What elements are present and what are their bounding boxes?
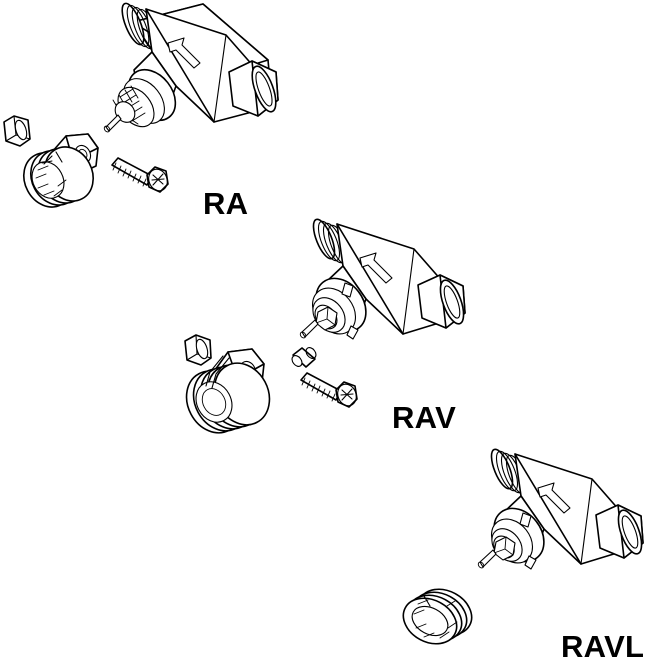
ravl-collar-notch-top xyxy=(519,512,532,528)
label-ravl: RAVL xyxy=(561,629,644,661)
ra-hex-nut xyxy=(3,115,31,147)
ravl-ring-slots xyxy=(413,599,458,639)
rav-split-clamp-adapter xyxy=(185,348,271,434)
ra-valve-body xyxy=(103,2,279,133)
ra-clamp-threaded-collar xyxy=(23,146,94,208)
rav-collar-notch-bottom xyxy=(346,325,359,340)
ra-splined-valve-collar xyxy=(103,68,177,133)
ravl-collar-notch-bottom xyxy=(524,555,537,570)
ravl-valve-collar xyxy=(477,507,545,570)
ra-hex-union-nut xyxy=(228,60,279,117)
ravl-flow-arrow-icon xyxy=(537,482,571,514)
ra-split-clamp-adapter xyxy=(23,133,99,208)
rav-spacer-pin xyxy=(291,347,317,368)
rav-hex-union-nut xyxy=(417,274,466,329)
ra-clamp-internal-fins xyxy=(35,160,67,197)
ra-pan-head-screw xyxy=(111,157,169,193)
assembly-ravl: RAVL xyxy=(402,448,644,661)
rav-collar-notch-top xyxy=(341,282,354,298)
rav-screw-drive-icon xyxy=(340,388,354,401)
ravl-hex-union-nut xyxy=(595,504,644,559)
ravl-valve-body xyxy=(477,448,644,570)
ravl-adapter-collar-ring xyxy=(402,588,473,645)
rav-flow-arrow-icon xyxy=(359,252,393,284)
rav-valve-body xyxy=(299,218,466,340)
rav-pan-head-screw xyxy=(300,372,358,408)
assembly-rav: RAV xyxy=(184,218,466,435)
label-ra: RA xyxy=(203,186,248,221)
rav-valve-collar xyxy=(299,277,367,340)
rav-screw-threads xyxy=(301,377,336,402)
label-rav: RAV xyxy=(392,400,456,435)
ra-flow-arrow-icon xyxy=(167,37,201,69)
rav-hex-nut xyxy=(184,334,212,366)
ra-screw-drive-icon xyxy=(151,173,165,186)
rav-clamp-threaded-drum xyxy=(185,362,271,434)
ra-screw-threads xyxy=(112,162,147,187)
assembly-ra: RA xyxy=(3,2,279,221)
